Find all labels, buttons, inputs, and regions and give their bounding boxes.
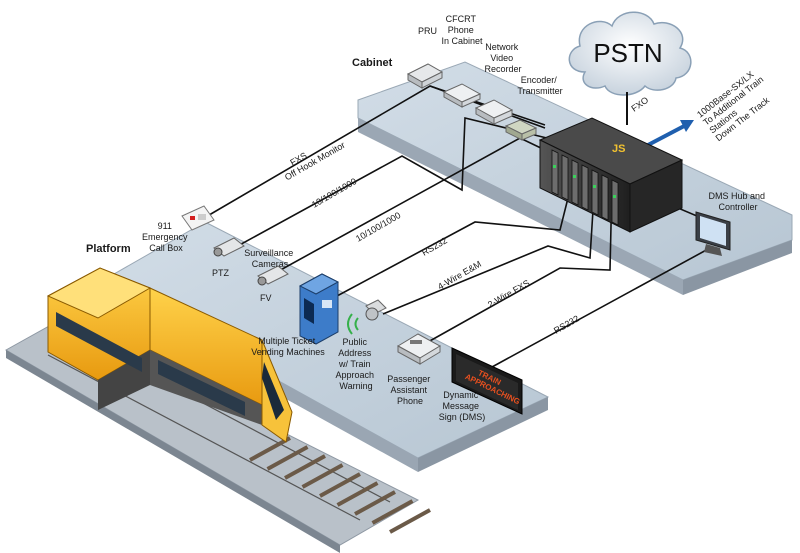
tvm-line-1: Multiple Ticket [258,336,316,346]
surveillance-label: Surveillance Cameras [244,248,296,269]
ptz-label: PTZ [212,268,230,278]
tvm-label: Multiple Ticket Vending Machines [251,336,325,357]
fv-camera-icon [257,265,289,286]
dms-line-3: Sign (DMS) [439,412,486,422]
dms-hub-monitor-icon [695,211,731,256]
encoder-label: Encoder/ Transmitter [517,75,562,96]
nvr-line-2: Video [490,53,513,63]
rail-tie [319,472,361,498]
pa-label: Public Address w/ Train Approach Warning [335,337,376,391]
rail-tie [336,481,379,507]
uplink-label: 1000Base-SX/LX To Additional Train Stati… [695,65,780,143]
dms-hub-label: DMS Hub and Controller [708,191,767,212]
js-logo: JS [612,143,625,155]
pa-line-1: Public [342,337,367,347]
call-box-label: 911 Emergency Call Box [142,221,190,253]
pru-device [406,63,444,89]
cfcrt-phone-device [442,83,482,108]
phone-line-1: Passenger [387,374,430,384]
pa-line-2: Address [338,348,372,358]
cabinet-title: Cabinet [352,57,393,69]
rail-tie [354,490,396,516]
call-box-line-1: 911 [158,221,172,231]
train [46,267,293,443]
rail-tie [389,508,431,534]
eth2-link-label: 10/100/1000 [354,210,402,244]
pru-label: PRU [418,26,437,36]
dynamic-message-sign-icon [451,347,523,415]
encoder-transmitter-device [504,119,538,141]
rail-tie [371,499,414,525]
rail-tie [301,463,344,489]
fxs-link-label: FXS Off Hook Monitor [278,131,347,182]
dms-hub-line-1: DMS Hub and [708,191,765,201]
network-video-recorder-device [474,99,514,125]
cable-fxs2 [427,181,613,343]
js-rack-chassis [538,117,684,233]
dms-line-1: Dynamic [443,390,479,400]
public-address-speaker-icon [347,299,387,335]
rail-ties [249,436,431,534]
fv-label: FV [260,293,272,303]
dms-hub-line-2: Controller [718,202,757,212]
nvr-line-3: Recorder [484,64,521,74]
encoder-line-1: Encoder/ [521,75,558,85]
emergency-call-box-icon [181,205,215,231]
dms-label: Dynamic Message Sign (DMS) [439,390,486,422]
pstn-cloud [568,11,692,96]
cfcrt-label: CFCRT Phone In Cabinet [441,14,483,46]
rail-tie [266,445,309,471]
cable-eth1 [233,116,556,249]
rs232-b-link-label: RS232 [552,313,581,335]
rs232-a-link-label: RS232 [420,235,449,257]
ptz-camera-icon [213,237,245,257]
phone-line-3: Phone [397,396,423,406]
phone-label: Passenger Assistant Phone [387,374,433,406]
call-box-line-3: Call Box [149,243,183,253]
fxs2-link-label: 2-Wire FXS [486,278,531,310]
nvr-line-1: Network [485,42,519,52]
phone-line-2: Assistant [390,385,427,395]
cfcrt-line-1: CFCRT [446,14,477,24]
nvr-label: Network Video Recorder [484,42,521,74]
tvm-line-2: Vending Machines [251,347,325,357]
call-box-line-2: Emergency [142,232,188,242]
passenger-assistant-phone-icon [396,333,442,365]
pa-line-3: w/ Train [338,359,371,369]
cable-rs232-b [491,247,711,368]
dms-line-2: Message [442,401,479,411]
rail-tie [249,436,291,462]
eth1-link-label: 10/100/1000 [310,176,358,210]
ticket-vending-machine-icon [298,273,340,345]
pa-line-4: Approach [335,370,374,380]
rail-tie [284,454,326,480]
cable-em [382,177,596,315]
fxo-label: FXO [629,95,650,114]
uplink-arrow-icon [647,120,694,147]
pstn-label: PSTN [593,38,662,68]
cfcrt-line-2: Phone [448,25,474,35]
encoder-line-2: Transmitter [517,86,562,96]
pa-line-5: Warning [339,381,372,391]
platform-title: Platform [86,243,131,255]
cfcrt-line-3: In Cabinet [441,36,483,46]
surveillance-line-1: Surveillance [244,248,293,258]
surveillance-line-2: Cameras [252,259,289,269]
